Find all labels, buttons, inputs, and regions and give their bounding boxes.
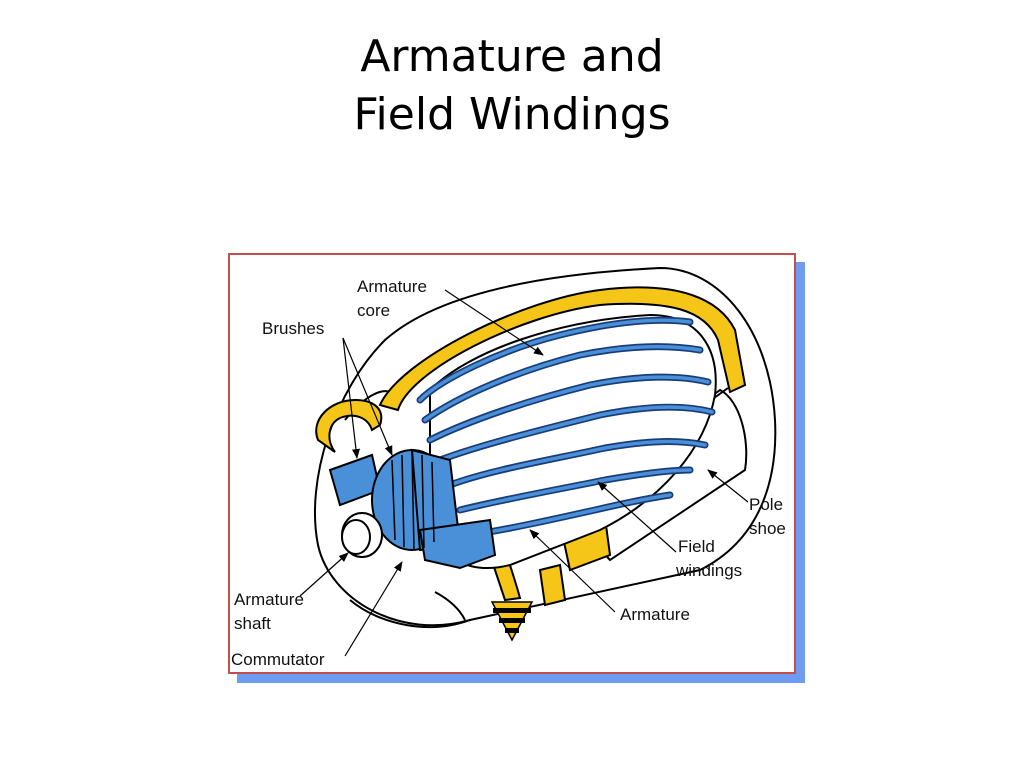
label-field-windings: Field [678,537,715,556]
slide-title: Armature and Field Windings [0,28,1024,144]
label-field-windings-2: windings [675,561,742,580]
label-pole-shoe-2: shoe [749,519,786,538]
ground-symbol [490,601,534,642]
label-armature-shaft: Armature [234,590,304,609]
armature-shaft [341,512,383,558]
label-armature-core: Armature [357,277,427,296]
label-commutator: Commutator [231,650,325,669]
leader-lines [299,289,749,657]
commutator [328,448,497,570]
title-line-1: Armature and [360,31,664,82]
label-brushes: Brushes [262,319,324,338]
label-armature-shaft-2: shaft [234,614,271,633]
label-pole-shoe: Pole [749,495,783,514]
armature-windings-color [418,318,714,537]
label-armature-core-2: core [357,301,390,320]
label-armature: Armature [620,605,690,624]
title-line-2: Field Windings [353,89,671,140]
